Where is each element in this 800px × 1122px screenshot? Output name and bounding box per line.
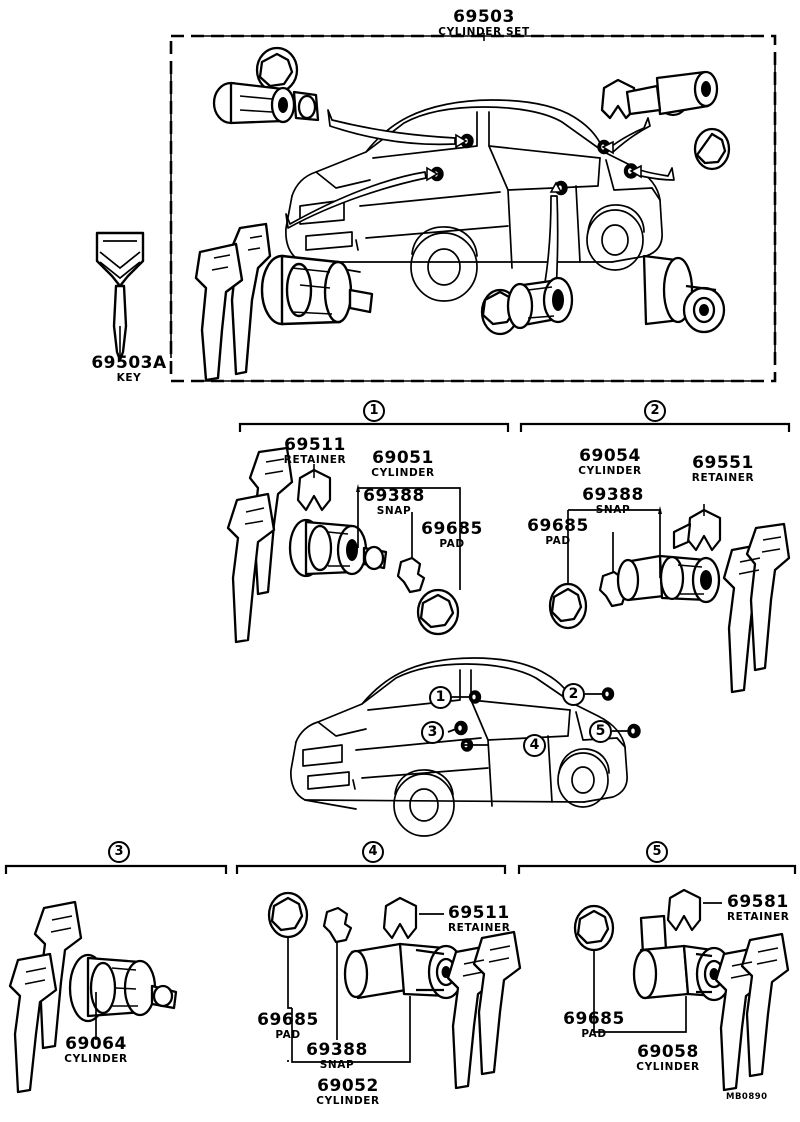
- part-name-69685-g5: PAD: [581, 1028, 607, 1040]
- part-number-69685-g4: 69685: [257, 1010, 319, 1030]
- part-number-69551: 69551: [692, 453, 754, 473]
- part-name-69051: CYLINDER: [371, 467, 435, 479]
- part-label-69511-g4: 69511 RETAINER: [448, 905, 510, 934]
- part-name-69685-g4: PAD: [275, 1029, 301, 1041]
- part-label-69052: 69052 CYLINDER: [316, 1078, 379, 1107]
- part-label-69685-g1: 69685 PAD: [421, 521, 483, 550]
- part-number-69388-g1: 69388: [363, 486, 425, 506]
- part-number-69511-g4: 69511: [448, 903, 510, 923]
- group-marker-5: 5: [646, 841, 668, 863]
- part-number-69388-g2: 69388: [582, 485, 644, 505]
- car-callout-1[interactable]: 1: [429, 686, 452, 709]
- part-number-69503a: 69503A: [91, 353, 167, 373]
- part-name-69388-g1: SNAP: [376, 505, 412, 517]
- part-label-69581: 69581 RETAINER: [727, 894, 789, 923]
- part-label-69551: 69551 RETAINER: [692, 455, 754, 484]
- part-label-69388-g4: 69388 SNAP: [306, 1042, 368, 1071]
- part-number-69058: 69058: [637, 1042, 699, 1062]
- part-number-69685-g1: 69685: [421, 519, 483, 539]
- group-marker-2: 2: [644, 400, 666, 422]
- car-callout-3[interactable]: 3: [421, 721, 444, 744]
- group-marker-3: 3: [108, 841, 130, 863]
- part-name-69054: CYLINDER: [578, 465, 642, 477]
- part-number-69581: 69581: [727, 892, 789, 912]
- part-number-69051: 69051: [372, 448, 434, 468]
- part-name-69058: CYLINDER: [636, 1061, 700, 1073]
- part-name-69388-g2: SNAP: [595, 504, 631, 516]
- diagram-title-name: CYLINDER SET: [438, 26, 530, 38]
- part-label-69388-g2: 69388 SNAP: [582, 487, 644, 516]
- part-number-69064: 69064: [65, 1034, 127, 1054]
- part-number-69388-g4: 69388: [306, 1040, 368, 1060]
- part-label-69054: 69054 CYLINDER: [578, 448, 641, 477]
- diagram-corner-code: MB0890: [726, 1092, 768, 1102]
- group-marker-1: 1: [363, 400, 385, 422]
- part-name-69052: CYLINDER: [316, 1095, 380, 1107]
- part-name-69685-g1: PAD: [439, 538, 465, 550]
- part-label-69685-g4: 69685 PAD: [257, 1012, 319, 1041]
- part-number-69685-g2: 69685: [527, 516, 589, 536]
- car-callout-5[interactable]: 5: [589, 720, 612, 743]
- part-name-69511-g4: RETAINER: [448, 922, 511, 934]
- part-label-69058: 69058 CYLINDER: [636, 1044, 699, 1073]
- part-label-69511-g1: 69511 RETAINER: [284, 437, 346, 466]
- part-label-69388-g1: 69388 SNAP: [363, 488, 425, 517]
- part-label-69064: 69064 CYLINDER: [64, 1036, 127, 1065]
- car-callout-2[interactable]: 2: [562, 683, 585, 706]
- part-number-69511-g1: 69511: [284, 435, 346, 455]
- part-number-69685-g5: 69685: [563, 1009, 625, 1029]
- diagram-title: 69503 CYLINDER SET: [438, 9, 529, 38]
- part-label-69685-g5: 69685 PAD: [563, 1011, 625, 1040]
- part-name-69388-g4: SNAP: [319, 1059, 355, 1071]
- group-marker-4: 4: [362, 841, 384, 863]
- part-name-69551: RETAINER: [691, 472, 755, 484]
- diagram-title-number: 69503: [453, 7, 515, 27]
- part-name-69511-g1: RETAINER: [283, 454, 347, 466]
- part-label-69685-g2: 69685 PAD: [527, 518, 589, 547]
- car-callout-4[interactable]: 4: [523, 734, 546, 757]
- part-number-69054: 69054: [579, 446, 641, 466]
- part-label-69051: 69051 CYLINDER: [371, 450, 434, 479]
- part-name-69064: CYLINDER: [64, 1053, 128, 1065]
- part-label-69503a: 69503A KEY: [91, 355, 166, 384]
- part-number-69052: 69052: [317, 1076, 379, 1096]
- part-name-69503a: KEY: [116, 372, 142, 384]
- part-name-69685-g2: PAD: [545, 535, 571, 547]
- part-name-69581: RETAINER: [727, 911, 790, 923]
